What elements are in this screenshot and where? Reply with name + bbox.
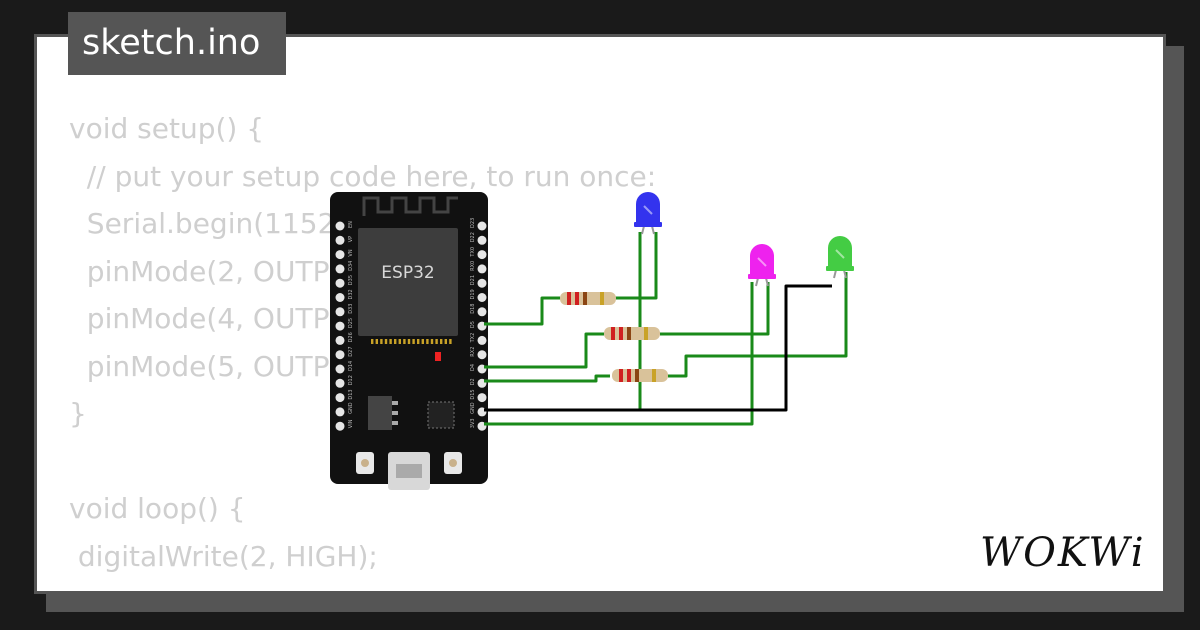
chip-contact: [403, 339, 406, 344]
usb-chip: [427, 401, 455, 429]
pin-d26[interactable]: [335, 335, 345, 345]
wokwi-logo: WOKWi: [978, 528, 1154, 576]
chip-contact: [375, 339, 378, 344]
pin-d15[interactable]: [477, 393, 487, 403]
pin-tx0[interactable]: [477, 250, 487, 260]
pin-label: D32: [348, 289, 354, 299]
pin-label: GND: [470, 402, 476, 414]
pin-gnd[interactable]: [335, 407, 345, 417]
pin-d14[interactable]: [335, 364, 345, 374]
pin-d35[interactable]: [335, 278, 345, 288]
chip-contact: [389, 339, 392, 344]
pin-vp[interactable]: [335, 235, 345, 245]
chip-contact: [421, 339, 424, 344]
code-line: void loop() {: [69, 492, 246, 525]
chip-contact: [371, 339, 374, 344]
code-editor: void setup() { // put your setup code he…: [69, 105, 657, 591]
wires: [484, 232, 848, 426]
code-line: void setup() {: [69, 112, 265, 145]
pin-d23[interactable]: [477, 221, 487, 231]
pin-label: VN: [348, 249, 354, 256]
pin-vin[interactable]: [335, 421, 345, 431]
chip-contact: [384, 339, 388, 344]
pin-d34[interactable]: [335, 264, 345, 274]
pin-rx0[interactable]: [477, 264, 487, 274]
pin-d32[interactable]: [335, 293, 345, 302]
pin-label: D18: [470, 304, 476, 314]
pin-label: D23: [470, 218, 476, 228]
voltage-regulator: [368, 396, 392, 430]
chip-contact: [449, 339, 452, 344]
pin-label: VIN: [348, 419, 354, 428]
led-blue[interactable]: [634, 192, 662, 235]
resistor[interactable]: [612, 369, 668, 382]
pin-d13[interactable]: [335, 393, 345, 403]
chip-shield: [358, 228, 458, 336]
chip-contact: [417, 339, 420, 344]
resistor[interactable]: [560, 292, 616, 305]
chip-contact: [435, 339, 438, 344]
chip-contact: [430, 339, 434, 344]
preview-panel: void setup() { // put your setup code he…: [34, 34, 1166, 594]
pin-label: 3V3: [470, 418, 476, 428]
resistor[interactable]: [604, 327, 660, 340]
pin-label: D5: [470, 321, 476, 328]
pin-en[interactable]: [335, 221, 345, 231]
pin-d33[interactable]: [335, 307, 345, 317]
chip-contact: [426, 339, 429, 344]
pin-label: RX2: [470, 347, 476, 357]
pin-label: D2: [470, 378, 476, 385]
pin-label: D34: [348, 261, 354, 271]
pin-label: D14: [348, 361, 354, 371]
pin-label: D13: [348, 389, 354, 399]
pin-label: D25: [348, 318, 354, 328]
esp32-board[interactable]: ESP32 ENVPVND34D35D32D33D25D26D27D14D12D…: [330, 192, 488, 490]
code-line: // put your setup code here, to run once…: [69, 159, 657, 193]
chip-contact: [394, 339, 397, 344]
pin-label: D4: [470, 364, 476, 371]
led-green[interactable]: [826, 236, 854, 279]
chip-contact: [407, 339, 411, 344]
power-led: [435, 352, 441, 361]
pin-d22[interactable]: [477, 235, 487, 245]
pin-label: GND: [348, 402, 354, 414]
pin-d12[interactable]: [335, 378, 345, 388]
pin-label: D27: [348, 346, 354, 356]
chip-contact: [380, 339, 383, 344]
pin-label: D12: [348, 375, 354, 385]
chip-contact: [444, 339, 447, 344]
pin-label: D15: [470, 389, 476, 399]
pin-label: RX0: [470, 261, 476, 271]
pin-label: EN: [348, 221, 354, 228]
pin-d25[interactable]: [335, 321, 345, 331]
wokwi-logo-text: WOKWi: [980, 530, 1146, 576]
pin-d19[interactable]: [477, 293, 487, 302]
pin-d27[interactable]: [335, 350, 345, 360]
pin-tx2[interactable]: [477, 335, 487, 345]
pin-rx2[interactable]: [477, 350, 487, 360]
pin-label: VP: [348, 236, 354, 242]
pin-label: D21: [470, 275, 476, 285]
pin-label: D19: [470, 289, 476, 299]
led-magenta[interactable]: [748, 244, 776, 287]
code-line: }: [69, 397, 87, 430]
pin-label: D22: [470, 232, 476, 242]
pin-d18[interactable]: [477, 307, 487, 317]
pin-label: D35: [348, 275, 354, 285]
pin-d21[interactable]: [477, 278, 487, 288]
chip-label: ESP32: [381, 263, 434, 283]
chip-contact: [412, 339, 415, 344]
pin-label: D33: [348, 304, 354, 314]
pin-label: TX0: [470, 247, 476, 258]
chip-contact: [398, 339, 401, 344]
pin-vn[interactable]: [335, 250, 345, 260]
pin-label: D26: [348, 332, 354, 342]
file-tab[interactable]: sketch.ino: [68, 12, 286, 75]
pin-label: TX2: [470, 333, 476, 344]
code-line: digitalWrite(2, HIGH);: [69, 539, 378, 573]
code-line: digitalWrite(4, HIGH);: [69, 580, 656, 591]
chip-contact: [440, 339, 443, 344]
